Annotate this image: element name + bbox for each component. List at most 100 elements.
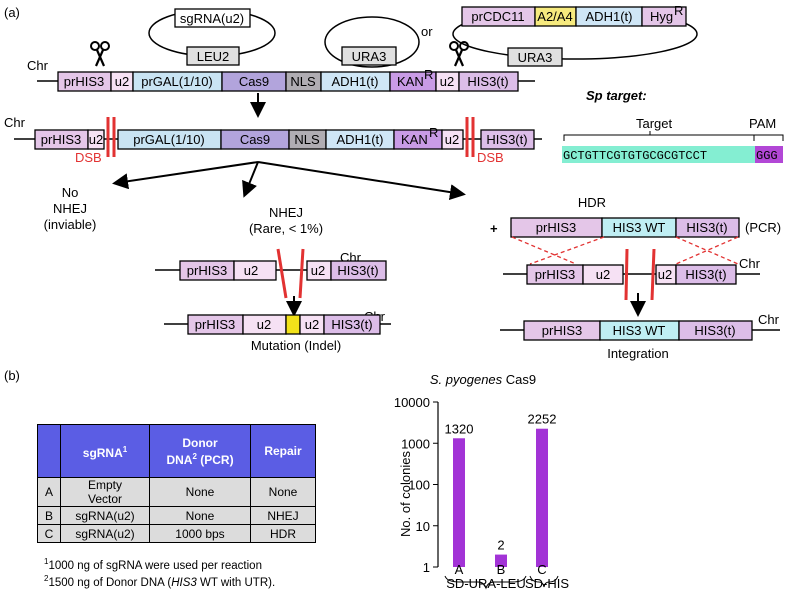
table-header-empty xyxy=(37,424,61,478)
svg-text:Chr: Chr xyxy=(758,312,780,327)
hdr-broken-locus: Chr prHIS3 u2 u2 HIS3(t) xyxy=(503,248,761,301)
chr-label: Chr xyxy=(27,58,49,73)
crossover-lines xyxy=(511,236,739,265)
x-category-label: A xyxy=(455,562,464,577)
data-label: 2252 xyxy=(528,412,557,427)
pam-label: PAM xyxy=(749,116,776,131)
no-nhej-3: (inviable) xyxy=(44,217,97,232)
svg-text:prHIS3: prHIS3 xyxy=(195,317,235,332)
svg-text:Cas9: Cas9 xyxy=(240,132,270,147)
svg-text:HIS3(t): HIS3(t) xyxy=(686,220,727,235)
svg-text:HIS3(t): HIS3(t) xyxy=(467,74,508,89)
hyg-label: Hyg xyxy=(650,9,673,24)
leu2-label: LEU2 xyxy=(197,49,230,64)
bar-B xyxy=(495,554,507,567)
arrow-hdr xyxy=(257,161,466,201)
brace-sd-his xyxy=(529,575,559,588)
ura3-label: URA3 xyxy=(352,49,387,64)
donor-pcr: prHIS3 HIS3 WT HIS3(t) (PCR) xyxy=(510,217,781,238)
svg-text:u2: u2 xyxy=(440,74,454,89)
svg-text:u2: u2 xyxy=(257,317,271,332)
locus-row-2: Chr prHIS3 u2 prGAL(1/10) Cas9 NLS ADH1(… xyxy=(4,115,542,165)
dsb-label: DSB xyxy=(75,150,102,165)
target-sequence: GCTGTTCGTGTGCGCGTCCT xyxy=(563,149,707,163)
svg-text:HIS3(t): HIS3(t) xyxy=(337,263,378,278)
svg-text:HIS3(t): HIS3(t) xyxy=(486,132,527,147)
svg-text:prHIS3: prHIS3 xyxy=(536,220,576,235)
pam-sequence: GGG xyxy=(756,149,778,163)
svg-text:KAN: KAN xyxy=(401,132,428,147)
no-nhej-2: NHEJ xyxy=(53,201,87,216)
nhej-broken-locus: Chr prHIS3 u2 u2 HIS3(t) xyxy=(155,248,387,299)
svg-text:HIS3(t): HIS3(t) xyxy=(331,317,372,332)
svg-text:KAN: KAN xyxy=(397,74,424,89)
x-category-label: C xyxy=(537,562,546,577)
group-label-sd-ura-leu: SD-URA-LEU xyxy=(446,576,525,591)
mutation-locus: Chr prHIS3 u2 u2 HIS3(t) xyxy=(164,309,391,335)
dsb-label: DSB xyxy=(477,150,504,165)
svg-text:prHIS3: prHIS3 xyxy=(187,263,227,278)
svg-text:HIS3(t): HIS3(t) xyxy=(685,267,726,282)
footnote-2: 21500 ng of Donor DNA (HIS3 WT with UTR)… xyxy=(44,574,276,589)
svg-text:Cas9: Cas9 xyxy=(239,74,269,89)
colonies-chart: S. pyogenes Cas9 No. of colonies 10000 10… xyxy=(394,372,570,591)
svg-text:NLS: NLS xyxy=(290,74,316,89)
y-tick-label: 10 xyxy=(416,519,430,534)
arrow-nhej xyxy=(242,161,259,198)
y-tick-label: 100 xyxy=(408,478,430,493)
plasmid-prcdc11: prCDC11 A2/A4 ADH1(t) Hyg R URA3 xyxy=(452,3,698,67)
y-tick-label: 1000 xyxy=(401,436,430,451)
chart-ylabel: No. of colonies xyxy=(398,451,413,537)
panel-a-label: (a) xyxy=(4,5,20,20)
chart-title: S. pyogenes Cas9 xyxy=(430,372,536,387)
svg-text:ADH1(t): ADH1(t) xyxy=(337,132,384,147)
svg-text:HIS3 WT: HIS3 WT xyxy=(613,220,666,235)
ura3-b-label: URA3 xyxy=(518,50,553,65)
bar-C xyxy=(536,428,548,567)
svg-text:R: R xyxy=(429,125,438,140)
integration-locus: Chr prHIS3 HIS3 WT HIS3(t) xyxy=(500,312,780,341)
svg-text:prHIS3: prHIS3 xyxy=(64,74,104,89)
y-tick-label: 10000 xyxy=(394,395,430,410)
sp-target-title: Sp target: xyxy=(586,88,647,103)
target-label: Target xyxy=(636,116,673,131)
svg-text:HIS3 WT: HIS3 WT xyxy=(613,323,666,338)
svg-text:prHIS3: prHIS3 xyxy=(542,323,582,338)
x-category-label: B xyxy=(497,562,506,577)
table-row: B sgRNA(u2) None NHEJ xyxy=(37,506,316,525)
scissors-icon xyxy=(90,41,110,67)
or-label: or xyxy=(421,24,433,39)
svg-text:Chr: Chr xyxy=(739,256,761,271)
mutation-label: Mutation (Indel) xyxy=(251,338,341,353)
svg-text:NLS: NLS xyxy=(294,132,320,147)
arrow-no-nhej xyxy=(112,161,259,190)
panel-b-label: (b) xyxy=(4,368,20,383)
table-header-repair: Repair xyxy=(250,424,316,478)
scissors-icon xyxy=(449,41,469,67)
sgrna-label: sgRNA(u2) xyxy=(180,11,244,26)
a2a4-label: A2/A4 xyxy=(537,9,572,24)
svg-text:u2: u2 xyxy=(658,267,672,282)
svg-text:u2: u2 xyxy=(311,263,325,278)
plus-sign: + xyxy=(490,221,498,236)
svg-text:u2: u2 xyxy=(244,263,258,278)
svg-text:prGAL(1/10): prGAL(1/10) xyxy=(141,74,213,89)
svg-text:u2: u2 xyxy=(89,132,103,147)
svg-text:u2: u2 xyxy=(115,74,129,89)
hyg-sup: R xyxy=(674,3,683,18)
plasmid-sgrna-leu2: sgRNA(u2) LEU2 xyxy=(148,8,276,66)
plasmid-ura3: URA3 xyxy=(324,16,420,68)
svg-text:HIS3(t): HIS3(t) xyxy=(694,323,735,338)
data-label: 1320 xyxy=(445,421,474,436)
svg-text:prGAL(1/10): prGAL(1/10) xyxy=(133,132,205,147)
svg-text:R: R xyxy=(424,67,433,82)
svg-text:Chr: Chr xyxy=(4,115,26,130)
brace-sd-ura-leu xyxy=(444,575,527,590)
locus-row-1: Chr prHIS3 u2 prGAL(1/10) Cas9 NLS ADH1(… xyxy=(27,58,535,92)
table-header-sgrna: sgRNA1 xyxy=(60,424,150,478)
group-label-sd-his: SD-HIS xyxy=(525,576,569,591)
sp-target: Sp target: Target PAM GCTGTTCGTGTGCGCGTC… xyxy=(562,88,784,163)
svg-text:prHIS3: prHIS3 xyxy=(535,267,575,282)
